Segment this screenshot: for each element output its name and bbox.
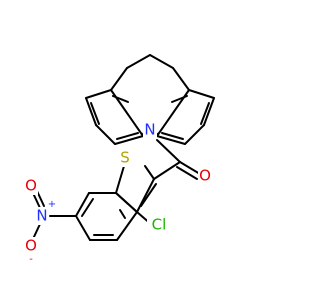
- carbonyl-group: [153, 139, 201, 180]
- atom-label-chlorine: Cl: [152, 216, 167, 234]
- atom-label-nitro-oxygen-bottom: O: [25, 237, 37, 255]
- charge-plus: +: [48, 199, 56, 210]
- right-benzene-ring: [156, 67, 215, 145]
- ethylene-bridge: [126, 54, 174, 69]
- charge-minus: -: [29, 254, 33, 265]
- left-benzene-ring: [85, 67, 144, 145]
- benzothiophene-benzene-ring: [75, 192, 138, 241]
- atom-label-sulfur: S: [120, 149, 130, 167]
- atom-label-ring-nitrogen: N: [144, 121, 155, 139]
- thiophene-ring: [115, 165, 157, 213]
- atom-label-nitro-oxygen-top: O: [25, 177, 37, 195]
- nitro-group-bonds: [32, 190, 77, 240]
- atom-label-nitro-nitrogen: N: [36, 207, 47, 225]
- molecule-structure: N O S Cl N + O O -: [24, 54, 215, 265]
- atom-label-carbonyl-oxygen: O: [199, 167, 211, 185]
- molecule-canvas: N O S Cl N + O O -: [24, 54, 215, 265]
